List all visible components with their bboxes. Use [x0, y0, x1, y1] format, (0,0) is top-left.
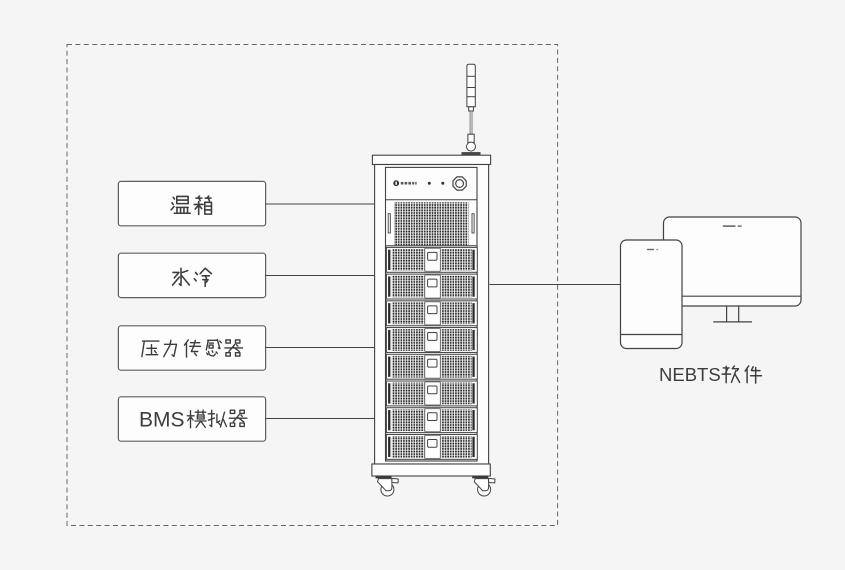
svg-text:NEBTS: NEBTS	[659, 364, 721, 385]
svg-text:BMS: BMS	[139, 408, 185, 431]
